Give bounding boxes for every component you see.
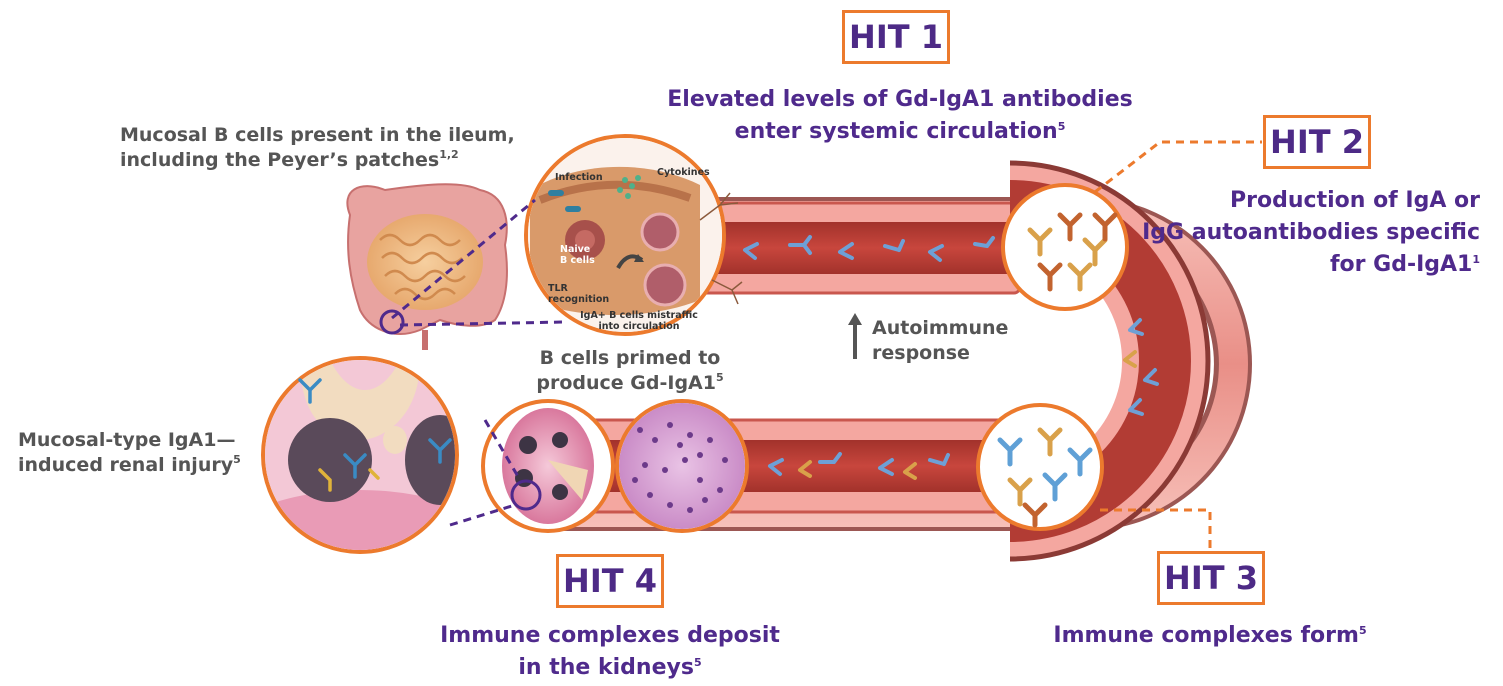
inset-naive-b-cells-label: Naive B cells bbox=[560, 244, 595, 266]
autoimmune-line2: response bbox=[872, 342, 970, 364]
hit2-caption-line2: IgG autoantibodies specific bbox=[1142, 220, 1480, 245]
hit1-caption-line1: Elevated levels of Gd-IgA1 antibodies bbox=[667, 87, 1133, 112]
autoimmune-response-label: Autoimmune response bbox=[872, 316, 1022, 366]
hit3-caption-line1: Immune complexes form bbox=[1053, 623, 1359, 648]
hit2-box: HIT 2 bbox=[1263, 115, 1371, 169]
mucosal-b-cells-label: Mucosal B cells present in the ileum, in… bbox=[120, 123, 520, 173]
inset-mistraffic-label: IgA+ B cells mistraffic into circulation bbox=[574, 310, 704, 332]
mucosal-b-cells-line2: including the Peyer’s patches bbox=[120, 149, 440, 171]
intestine-illustration bbox=[346, 183, 508, 350]
hit4-caption-sup: 5 bbox=[693, 656, 702, 669]
hit4-caption: Immune complexes deposit in the kidneys5 bbox=[420, 620, 800, 684]
inset-naive-line1: Naive bbox=[560, 244, 591, 255]
hit1-label: HIT 1 bbox=[849, 18, 943, 56]
inset-tlr-label: TLR recognition bbox=[548, 283, 609, 305]
hit1-caption: Elevated levels of Gd-IgA1 antibodies en… bbox=[620, 84, 1180, 148]
hit4-label: HIT 4 bbox=[563, 562, 657, 600]
b-cells-primed-line2: produce Gd-IgA1 bbox=[536, 372, 716, 394]
mucosal-b-cells-sup: 1,2 bbox=[439, 148, 459, 161]
inset-mistraffic-line2: into circulation bbox=[598, 321, 680, 332]
hit4-caption-line2: in the kidneys bbox=[518, 655, 694, 680]
inset-mistraffic-line1: IgA+ B cells mistraffic bbox=[580, 310, 698, 321]
renal-injury-sup: 5 bbox=[233, 453, 241, 466]
hit3-caption-sup: 5 bbox=[1358, 624, 1367, 637]
autoimmune-line1: Autoimmune bbox=[872, 317, 1009, 339]
hit3-label: HIT 3 bbox=[1164, 559, 1258, 597]
renal-injury-label: Mucosal-type IgA1— induced renal injury5 bbox=[18, 428, 258, 478]
mucosal-b-cells-line1: Mucosal B cells present in the ileum, bbox=[120, 124, 515, 146]
hit1-caption-sup: 5 bbox=[1057, 120, 1066, 133]
b-cells-primed-sup: 5 bbox=[715, 371, 724, 384]
hit3-box: HIT 3 bbox=[1157, 551, 1265, 605]
hit4-box: HIT 4 bbox=[556, 554, 664, 608]
renal-injury-line2: induced renal injury bbox=[18, 454, 234, 476]
b-cells-primed-label: B cells primed to produce Gd-IgA15 bbox=[525, 346, 735, 396]
inset-infection-label: Infection bbox=[555, 172, 603, 183]
inset-tlr-line1: TLR bbox=[548, 283, 568, 294]
hit2-caption: Production of IgA or IgG autoantibodies … bbox=[1130, 185, 1480, 281]
hit1-caption-line2: enter systemic circulation bbox=[734, 119, 1058, 144]
hit3-caption: Immune complexes form5 bbox=[1030, 620, 1390, 652]
hit4-caption-line1: Immune complexes deposit bbox=[440, 623, 780, 648]
inset-tlr-line2: recognition bbox=[548, 294, 610, 305]
hit2-caption-line3: for Gd-IgA1 bbox=[1329, 252, 1473, 277]
renal-injury-line1: Mucosal-type IgA1— bbox=[18, 429, 236, 451]
b-cells-primed-line1: B cells primed to bbox=[539, 347, 721, 369]
hit2-caption-line1: Production of IgA or bbox=[1230, 188, 1480, 213]
inset-cytokines-label: Cytokines bbox=[657, 167, 710, 178]
arrow-up-icon bbox=[846, 311, 864, 361]
hit2-caption-sup: 1 bbox=[1472, 253, 1480, 266]
hit1-box: HIT 1 bbox=[842, 10, 950, 64]
inset-naive-line2: B cells bbox=[560, 255, 595, 266]
hit2-label: HIT 2 bbox=[1270, 123, 1364, 161]
